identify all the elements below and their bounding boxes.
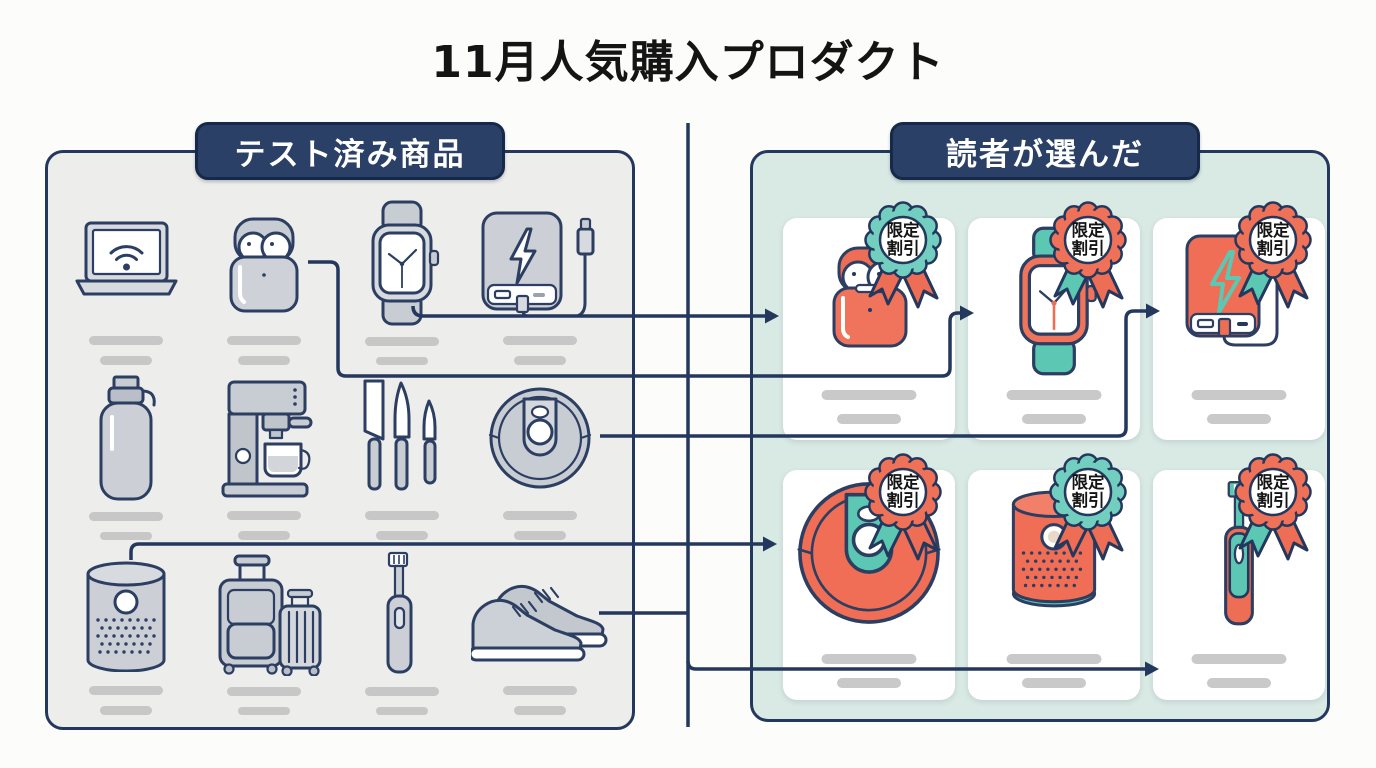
placeholder-bar — [1006, 390, 1102, 400]
placeholder-bar — [227, 336, 301, 345]
badge-text-line2: 割引 — [1072, 490, 1105, 510]
product-coffee-machine — [195, 375, 333, 550]
badge-text-line1: 限定 — [887, 472, 921, 492]
placeholder-bar — [1207, 414, 1271, 424]
placeholder-bar — [1207, 678, 1271, 688]
electric-toothbrush-icon — [386, 551, 413, 674]
placeholder-bar — [365, 337, 439, 346]
placeholder-bar — [821, 390, 917, 400]
card-smartwatch: 限定 割引 — [968, 201, 1140, 440]
tested-products-header: テスト済み商品 — [195, 122, 505, 180]
product-toothbrush — [333, 550, 471, 725]
limited-discount-badge: 限定 割引 — [1049, 453, 1127, 561]
limited-discount-badge: 限定 割引 — [1234, 201, 1312, 309]
card-smart-speaker: 限定 割引 — [968, 453, 1140, 700]
placeholder-bar — [100, 531, 152, 540]
product-luggage — [195, 550, 333, 725]
knife-set-icon — [363, 379, 437, 490]
luggage-icon — [218, 554, 321, 676]
placeholder-bar — [837, 414, 901, 424]
badge-text-line1: 限定 — [1257, 472, 1291, 492]
product-robot-vacuum — [471, 375, 609, 550]
page-title: 11月人気購入プロダクト — [431, 37, 945, 88]
robot-vacuum-icon — [488, 387, 592, 488]
water-bottle-icon — [99, 375, 156, 501]
placeholder-bar — [365, 687, 439, 696]
placeholder-bar — [89, 686, 163, 695]
product-knife-set — [333, 375, 471, 550]
limited-discount-badge: 限定 割引 — [864, 201, 942, 309]
limited-discount-badge: 限定 割引 — [1049, 201, 1127, 309]
placeholder-bar — [1022, 678, 1086, 688]
product-earbuds — [195, 200, 333, 375]
reader-choice-header: 読者が選んだ — [890, 122, 1200, 180]
placeholder-bar — [821, 654, 917, 664]
sneakers-icon — [471, 584, 608, 661]
smart-speaker-icon — [86, 561, 166, 672]
placeholder-bar — [837, 678, 901, 688]
placeholder-bar — [365, 511, 439, 520]
limited-discount-badge: 限定 割引 — [1234, 453, 1312, 561]
badge-text-line1: 限定 — [887, 220, 921, 240]
card-power-bank: 限定 割引 — [1153, 201, 1325, 440]
badge-text-line2: 割引 — [887, 238, 920, 258]
badge-text-line2: 割引 — [1257, 490, 1290, 510]
placeholder-bar — [514, 706, 566, 715]
coffee-machine-icon — [221, 380, 312, 497]
placeholder-bar — [227, 687, 301, 696]
placeholder-bar — [503, 336, 577, 345]
badge-text-line2: 割引 — [1072, 238, 1105, 258]
product-sneakers — [471, 550, 609, 725]
placeholder-bar — [1191, 390, 1287, 400]
card-robot-vacuum: 限定 割引 — [783, 453, 955, 700]
product-power-bank — [471, 200, 609, 375]
placeholder-bar — [100, 356, 152, 365]
placeholder-bar — [376, 531, 428, 540]
placeholder-bar — [238, 531, 290, 540]
placeholder-bar — [1006, 654, 1102, 664]
badge-text-line2: 割引 — [887, 490, 920, 510]
tested-products-header-label: テスト済み商品 — [234, 136, 466, 173]
badge-text-line1: 限定 — [1257, 220, 1291, 240]
card-wireless-earbuds: 限定 割引 — [783, 201, 955, 440]
placeholder-bar — [514, 531, 566, 540]
placeholder-bar — [514, 356, 566, 365]
limited-discount-badge: 限定 割引 — [864, 453, 942, 561]
power-bank-icon — [481, 211, 595, 317]
placeholder-bar — [503, 686, 577, 695]
placeholder-bar — [1022, 414, 1086, 424]
placeholder-bar — [376, 706, 428, 715]
badge-text-line1: 限定 — [1072, 472, 1106, 492]
placeholder-bar — [1191, 654, 1287, 664]
placeholder-bar — [503, 511, 577, 520]
product-smartwatch — [333, 200, 471, 375]
placeholder-bar — [89, 336, 163, 345]
placeholder-bar — [238, 706, 290, 715]
placeholder-bar — [89, 512, 163, 521]
laptop-wifi-icon — [75, 221, 177, 296]
product-water-bottle — [57, 375, 195, 550]
reader-choice-header-label: 読者が選んだ — [946, 136, 1144, 173]
product-laptop — [57, 200, 195, 375]
badge-text-line1: 限定 — [1072, 220, 1106, 240]
card-toothbrush: 限定 割引 — [1153, 453, 1325, 700]
placeholder-bar — [100, 706, 152, 715]
badge-text-line2: 割引 — [1257, 238, 1290, 258]
placeholder-bar — [376, 356, 428, 365]
wireless-earbuds-icon — [229, 217, 299, 312]
product-smart-speaker — [57, 550, 195, 725]
placeholder-bar — [227, 511, 301, 520]
placeholder-bar — [238, 356, 290, 365]
smartwatch-icon — [371, 200, 440, 326]
tested-products-grid — [45, 150, 635, 730]
